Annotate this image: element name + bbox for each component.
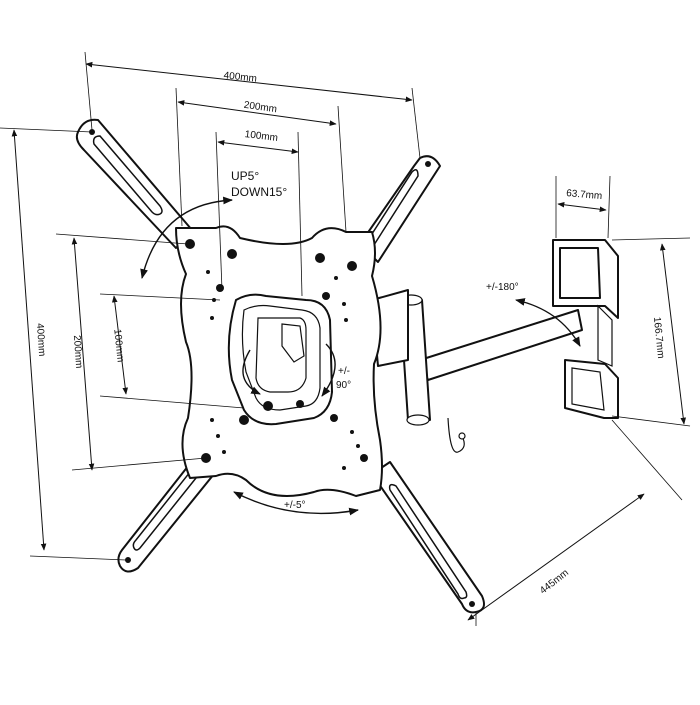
width-400-label: 400mm [223,70,257,84]
dimension-arrow [557,202,607,212]
height-200-label: 200mm [71,335,84,369]
tilt-down-label: DOWN15° [231,185,287,199]
dimension-arrow [85,61,413,103]
tilt-up-label: UP5° [231,169,259,183]
dimension-arrow [111,295,129,395]
rotate-label-top: +/- [338,366,350,377]
level-label: +/-5° [284,500,306,511]
dimension-arrow [217,140,299,154]
rotation-arrow [242,349,261,395]
wall-plate-width-label: 63.7mm [566,188,603,202]
rotation-arrows [140,196,581,516]
rotation-arrow [515,298,581,347]
width-200-label: 200mm [243,100,278,116]
rotation-arrow [321,343,336,397]
dimension-arrows [11,61,687,621]
vesa-plate [175,225,383,497]
swivel-label: +/-180° [486,282,519,293]
wall-plate-height-label: 166.7mm [651,316,666,359]
dimension-arrow [177,100,337,126]
height-100-label: 100mm [111,329,125,363]
dimension-arrow [71,237,95,471]
rotate-label-bottom: 90° [336,380,351,391]
extension-label: 445mm [538,567,571,596]
rotation-arrow [233,491,359,516]
height-400-label: 400mm [34,323,47,357]
width-100-label: 100mm [244,129,278,144]
dimension-arrow [467,493,645,621]
rotation-arrow [140,196,233,279]
dimension-arrow [11,129,47,551]
dimension-arrow [659,243,687,425]
